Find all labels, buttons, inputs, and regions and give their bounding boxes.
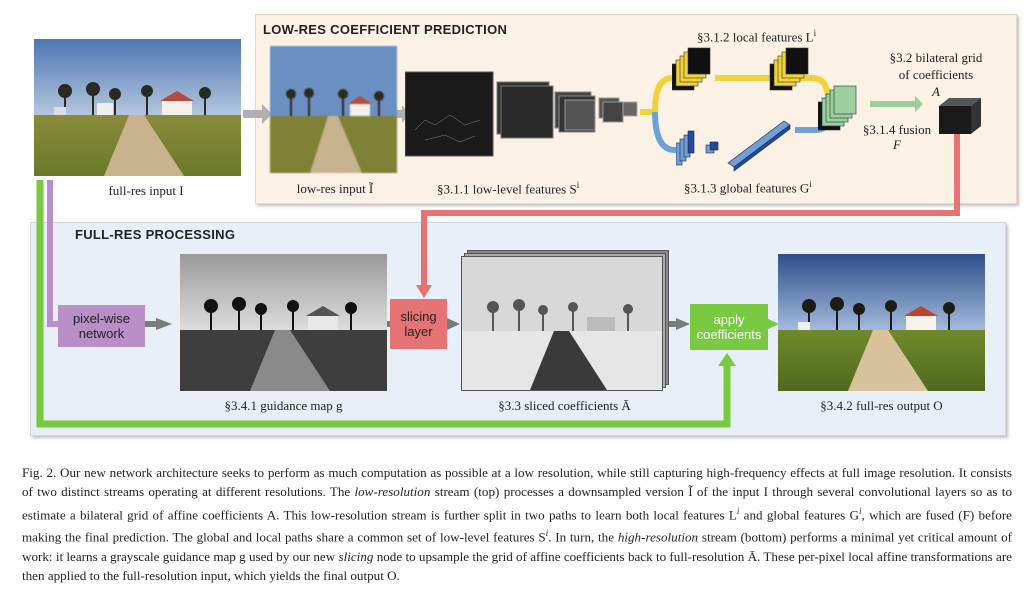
full-res-input-image [34,39,241,176]
pixelwise-to-guidance-arrowhead [156,318,172,330]
grid-arrowhead [416,285,432,298]
bilateral-grid-label: §3.2 bilateral grid of coefficients A [889,50,983,99]
global-features-label: §3.1.3 global features Gi [684,179,812,196]
fusion-block [818,85,857,131]
arrow-to-features [395,105,410,123]
low-level-features-label: §3.1.1 low-level features Si [437,180,580,197]
guidance-map-image [180,254,387,391]
sliced-coefficients-label: §3.3 sliced coefficients Ā [498,398,631,413]
sliced-coefficients-stack [461,250,669,393]
local-features-label: §3.1.2 local features Li [697,28,817,45]
low-res-panel-title: LOW-RES COEFFICIENT PREDICTION [263,22,508,37]
fusion-arrow [870,96,923,112]
input-to-apply-arrow [36,180,731,428]
connector-arrows [36,75,960,428]
full-res-output-image [778,254,985,391]
bilateral-grid-cube [939,98,981,134]
guidance-map-label: §3.4.1 guidance map g [224,398,343,413]
full-res-input-label: full-res input I [108,183,184,198]
coeffs-to-apply-arrowhead [676,318,690,330]
low-level-feature-stack [405,71,638,157]
fusion-label: §3.1.4 fusion F [862,122,932,152]
input-to-pixelwise-arrow [47,180,58,327]
arrow-downsample [243,104,272,124]
slicing-to-coeffs-arrowhead [447,318,460,330]
input-to-apply-arrowhead [718,353,736,366]
figure-caption: Fig. 2. Our new network architecture see… [22,465,1012,584]
low-res-input-image [270,46,397,173]
global-path-in [652,111,685,153]
full-res-panel-title: FULL-RES PROCESSING [75,227,236,242]
low-res-input-label: low-res input Ĩ [296,181,374,196]
full-res-output-label: §3.4.2 full-res output O [820,398,943,413]
apply-to-output-arrowhead [766,318,779,330]
sliced-coefficients-image [461,256,663,391]
global-features-blocks [676,120,791,172]
local-features-blocks [672,47,809,91]
grid-to-slicing-arrow [421,125,960,287]
